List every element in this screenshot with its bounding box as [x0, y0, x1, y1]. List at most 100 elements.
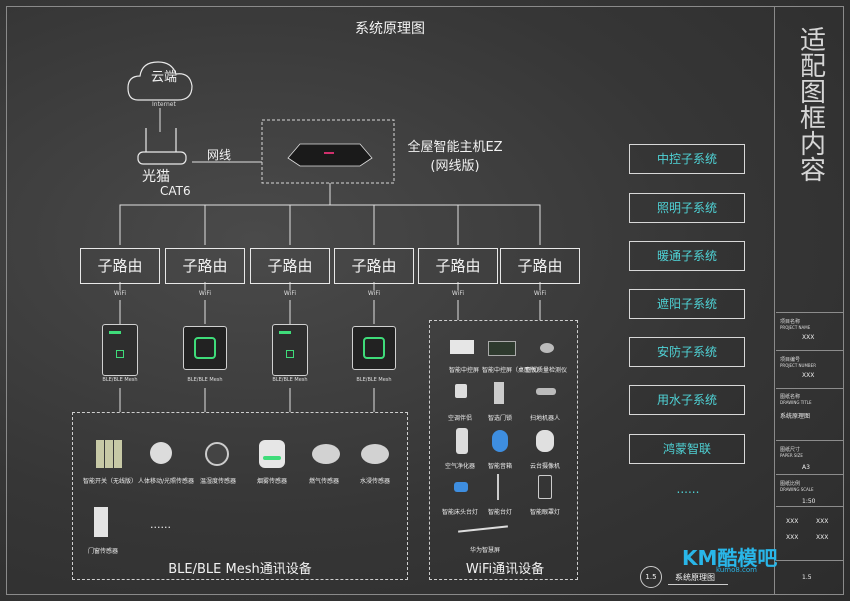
signature-b: XXX — [816, 518, 829, 525]
hub-name: 全屋智能主机EZ — [407, 140, 503, 155]
subsystem-button[interactable]: 暖通子系统 — [629, 241, 745, 271]
device-caption: 智能眼罩灯 — [529, 509, 560, 516]
water-leak-sensor-icon — [361, 444, 389, 464]
wifi-device-group — [429, 320, 578, 580]
sub-router: 子路由 — [500, 248, 580, 284]
internet-label: Internet — [152, 101, 176, 108]
drawing-frame — [6, 6, 844, 595]
temperature-sensor-icon — [205, 442, 229, 466]
title-block-divider — [776, 474, 844, 475]
device-caption: 燃气传感器 — [308, 478, 339, 485]
device-caption: 华为智慧屏 — [469, 547, 500, 554]
air-purifier-icon — [456, 428, 468, 454]
hub-device-icon — [287, 143, 373, 167]
device-caption: 门窗传感器 — [87, 548, 118, 555]
device-caption: 云台摄像机 — [529, 463, 560, 470]
hub-label: 全屋智能主机EZ (网线版) — [400, 138, 510, 176]
title-block-drawing-title: 图纸名称 DRAWING TITLE 系统原理图 — [780, 394, 812, 420]
desk-lamp-icon — [497, 474, 499, 500]
air-quality-icon — [540, 343, 554, 353]
title-block-divider — [776, 350, 844, 351]
device-caption: 智能床头台灯 — [441, 509, 478, 516]
signature-d: XXX — [816, 534, 829, 541]
mesh-gateway-panel-icon — [102, 324, 138, 376]
sub-router: 子路由 — [250, 248, 330, 284]
ble-device-group — [72, 412, 408, 580]
mesh-caption: BLE/BLE Mesh — [272, 377, 308, 383]
bedside-lamp-icon — [454, 482, 468, 492]
mesh-gateway-switch-icon — [352, 326, 396, 370]
sub-router: 子路由 — [165, 248, 245, 284]
sheet-number-right: 1.5 — [802, 574, 812, 581]
device-caption: 水浸传感器 — [359, 478, 390, 485]
device-caption: 智能中控屏（桌面版） — [482, 367, 543, 374]
title-block-paper-size: 图纸尺寸 PAPER SIZE A3 — [780, 447, 810, 471]
wire-label: 网线 — [207, 148, 232, 162]
title-block-project-name: 项目名称 PROJECT NAME XXX — [780, 319, 815, 341]
subsystem-button[interactable]: 鸿蒙智联 — [629, 434, 745, 464]
more-subsystems: ...... — [676, 482, 700, 496]
diagram-title: 系统原理图 — [355, 21, 425, 37]
wifi-label: WiFi — [283, 290, 297, 297]
device-caption: 烟雾传感器 — [256, 478, 287, 485]
subsystem-button[interactable]: 安防子系统 — [629, 337, 745, 367]
mesh-gateway-panel-icon — [272, 324, 308, 376]
device-caption: 温湿度传感器 — [199, 478, 236, 485]
device-caption: 智能音箱 — [487, 463, 512, 470]
wifi-label: WiFi — [198, 290, 212, 297]
frame-divider — [774, 6, 775, 595]
ptz-camera-icon — [536, 430, 554, 452]
mesh-caption: BLE/BLE Mesh — [356, 377, 392, 383]
title-block-divider — [776, 560, 844, 561]
frame-content-label: 适配图框内容 — [795, 26, 826, 182]
wifi-label: WiFi — [113, 290, 127, 297]
modem-icon — [137, 128, 187, 165]
gas-sensor-icon — [312, 444, 340, 464]
smoke-sensor-icon — [259, 440, 285, 468]
signature-a: XXX — [786, 518, 799, 525]
wifi-group-title: WiFi通讯设备 — [465, 562, 545, 577]
motion-sensor-icon — [150, 442, 172, 464]
hub-frame — [261, 119, 395, 184]
sub-router: 子路由 — [334, 248, 414, 284]
smart-screen-icon — [458, 525, 508, 538]
robot-vacuum-icon — [536, 388, 556, 395]
cat6-label: CAT6 — [160, 184, 191, 198]
watermark-url: kumo8.com — [716, 566, 758, 574]
signature-c: XXX — [786, 534, 799, 541]
title-block-divider — [776, 388, 844, 389]
mesh-caption: BLE/BLE Mesh — [187, 377, 223, 383]
door-lock-icon — [494, 382, 504, 404]
sheet-number-circle: 1.5 — [640, 566, 662, 588]
title-block-divider — [776, 440, 844, 441]
title-block-scale: 图纸比例 DRAWING SCALE 1:50 — [780, 481, 816, 505]
hub-variant: (网线版) — [430, 159, 480, 174]
control-screen-icon — [450, 340, 474, 354]
cloud-icon — [127, 61, 193, 101]
device-caption: 智能中控屏 — [448, 367, 479, 374]
device-caption: 智能开关（无线版） — [82, 478, 137, 485]
title-block-divider — [776, 312, 844, 313]
device-caption: 人体移动/光照传感器 — [137, 478, 195, 485]
wifi-label: WiFi — [533, 290, 547, 297]
wireless-switch-icon — [96, 440, 124, 470]
title-block-divider — [776, 506, 844, 507]
device-caption: 智选门锁 — [487, 415, 512, 422]
eye-lamp-icon — [538, 475, 552, 499]
device-caption: 空气净化器 — [444, 463, 475, 470]
cloud-label: 云端 — [151, 70, 178, 85]
wifi-label: WiFi — [451, 290, 465, 297]
subsystem-button[interactable]: 中控子系统 — [629, 144, 745, 174]
sub-router: 子路由 — [80, 248, 160, 284]
modem-label: 光猫 — [142, 169, 170, 185]
sub-router: 子路由 — [418, 248, 498, 284]
subsystem-button[interactable]: 用水子系统 — [629, 385, 745, 415]
subsystem-button[interactable]: 遮阳子系统 — [629, 289, 745, 319]
ble-group-title: BLE/BLE Mesh通讯设备 — [168, 562, 312, 577]
sheet-title-underline — [668, 584, 728, 585]
device-caption: 扫地机器人 — [529, 415, 560, 422]
more-devices: ...... — [150, 518, 171, 531]
device-caption: 空气质量检测仪 — [524, 367, 567, 374]
subsystem-button[interactable]: 照明子系统 — [629, 193, 745, 223]
door-sensor-icon — [94, 507, 108, 537]
